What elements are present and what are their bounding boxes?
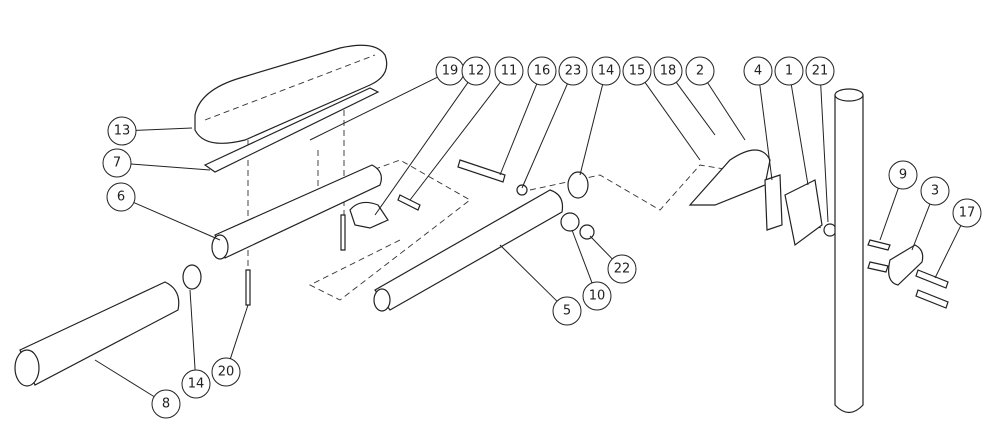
washer-22 bbox=[579, 224, 595, 240]
callout-23: 23 bbox=[558, 56, 588, 86]
callout-10: 10 bbox=[582, 281, 612, 311]
middle-tube bbox=[373, 189, 564, 312]
callout-label: 12 bbox=[468, 64, 485, 79]
callouts: 13 7 6 19 12 11 16 23 14 15 18 2 4 1 21 9 3 17 22 10 5 14 20 8 bbox=[102, 56, 982, 419]
callout-9: 9 bbox=[888, 160, 918, 190]
leader-line bbox=[879, 188, 899, 241]
screw-left bbox=[340, 214, 346, 251]
leader-line bbox=[934, 225, 962, 279]
callout-3: 3 bbox=[920, 176, 950, 206]
callout-12: 12 bbox=[461, 56, 491, 86]
leader-line bbox=[521, 83, 568, 189]
leader-line bbox=[189, 289, 196, 371]
pin-11 bbox=[397, 194, 421, 211]
callout-4: 4 bbox=[743, 56, 773, 86]
callout-label: 15 bbox=[629, 64, 646, 79]
callout-label: 23 bbox=[565, 64, 582, 79]
callout-22: 22 bbox=[607, 254, 637, 284]
leader-line bbox=[644, 82, 701, 161]
leader-line bbox=[374, 82, 469, 216]
leader-line bbox=[675, 81, 716, 136]
callout-label: 17 bbox=[959, 206, 976, 221]
callout-14: 14 bbox=[591, 56, 621, 86]
callout-8: 8 bbox=[151, 389, 181, 419]
callout-label: 22 bbox=[614, 262, 631, 277]
leader-line bbox=[911, 203, 931, 251]
leader-line bbox=[759, 84, 773, 181]
callout-label: 9 bbox=[899, 168, 907, 183]
callout-17: 17 bbox=[952, 198, 982, 228]
leader-line bbox=[579, 84, 604, 176]
screw-20 bbox=[245, 269, 251, 306]
leader-line bbox=[499, 244, 558, 302]
frame-post bbox=[834, 88, 864, 414]
lower-tube bbox=[14, 264, 202, 387]
leader-line bbox=[133, 202, 221, 241]
callout-21: 21 bbox=[805, 56, 835, 86]
leader-line bbox=[790, 84, 809, 186]
callout-15: 15 bbox=[622, 56, 652, 86]
callout-label: 16 bbox=[534, 64, 551, 79]
bracket-19 bbox=[349, 201, 389, 229]
callout-19: 19 bbox=[435, 56, 465, 86]
armrest-pad bbox=[194, 44, 388, 144]
leader-line bbox=[409, 81, 501, 201]
callout-label: 3 bbox=[931, 184, 939, 199]
callout-label: 14 bbox=[188, 377, 205, 392]
leader-line bbox=[309, 76, 438, 141]
nut-21 bbox=[823, 223, 837, 237]
washer-23 bbox=[516, 184, 528, 196]
clamp-2 bbox=[688, 149, 771, 206]
callout-16: 16 bbox=[527, 56, 557, 86]
armrest-plate bbox=[203, 87, 380, 173]
callout-label: 21 bbox=[812, 64, 829, 79]
callout-label: 11 bbox=[501, 64, 518, 79]
leader-line bbox=[707, 82, 746, 141]
callout-5: 5 bbox=[552, 296, 582, 326]
callout-label: 13 bbox=[114, 124, 131, 139]
clamp-1 bbox=[784, 179, 823, 247]
callout-label: 2 bbox=[696, 64, 704, 79]
callout-14: 14 bbox=[181, 369, 211, 399]
callout-label: 10 bbox=[589, 289, 606, 304]
callout-18: 18 bbox=[653, 56, 683, 86]
callout-label: 14 bbox=[598, 64, 615, 79]
callout-label: 5 bbox=[563, 304, 571, 319]
leader-line bbox=[229, 304, 249, 359]
callout-label: 18 bbox=[660, 64, 677, 79]
screws-9 bbox=[867, 239, 891, 273]
callout-1: 1 bbox=[774, 56, 804, 86]
washer-10 bbox=[560, 212, 580, 232]
leader-line bbox=[130, 163, 211, 171]
callout-7: 7 bbox=[102, 148, 132, 178]
leader-line bbox=[589, 235, 613, 260]
leader-line bbox=[135, 127, 193, 131]
plate-4 bbox=[764, 174, 783, 231]
callout-11: 11 bbox=[494, 56, 524, 86]
block-3 bbox=[888, 244, 924, 286]
callout-13: 13 bbox=[107, 116, 137, 146]
leader-lines bbox=[94, 76, 962, 398]
leader-line bbox=[820, 84, 829, 223]
callout-label: 20 bbox=[218, 365, 235, 380]
callout-6: 6 bbox=[106, 182, 136, 212]
screws-17 bbox=[915, 269, 949, 309]
callout-label: 7 bbox=[113, 156, 121, 171]
leader-line bbox=[571, 229, 593, 284]
cap-14 bbox=[567, 171, 589, 199]
callout-label: 8 bbox=[162, 397, 170, 412]
callout-label: 6 bbox=[117, 190, 125, 205]
leader-line bbox=[499, 83, 538, 176]
callout-label: 1 bbox=[785, 64, 793, 79]
callout-label: 4 bbox=[754, 64, 762, 79]
upper-tube bbox=[211, 164, 382, 260]
bolt-16 bbox=[457, 159, 506, 183]
callout-20: 20 bbox=[211, 357, 241, 387]
leader-line bbox=[94, 359, 155, 398]
callout-label: 19 bbox=[442, 64, 459, 79]
callout-2: 2 bbox=[685, 56, 715, 86]
